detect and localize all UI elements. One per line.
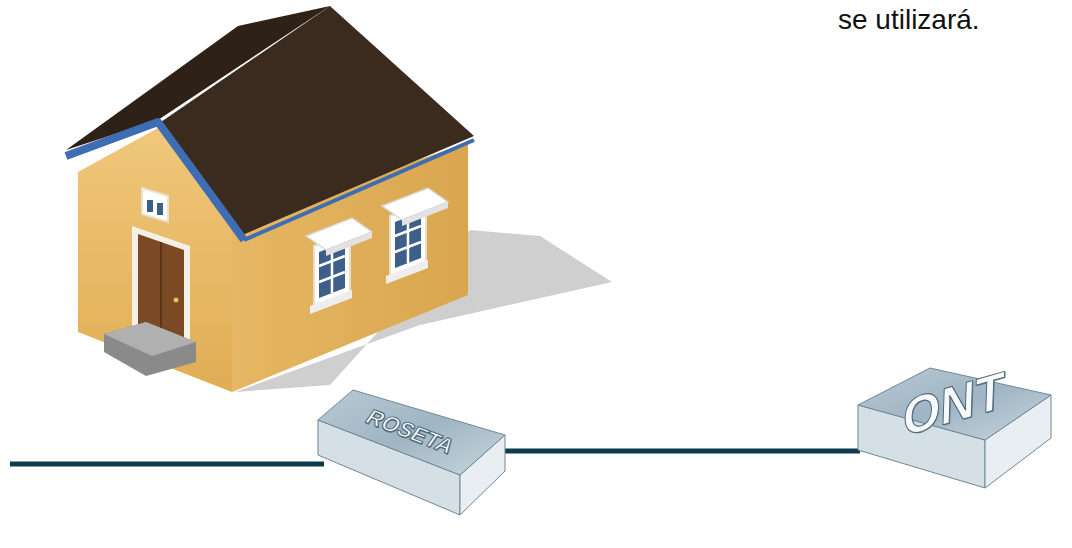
fiber-line	[504, 449, 860, 454]
side-window	[306, 218, 372, 314]
device-box: ONT	[852, 360, 1057, 500]
gable-window-pane	[147, 200, 153, 212]
incoming-line	[10, 462, 324, 467]
gable-window-pane	[157, 203, 163, 215]
device-box: ROSETA	[316, 385, 508, 517]
roof-trim	[66, 122, 244, 240]
house-roof	[158, 6, 474, 236]
note-text: se utilizará.	[838, 4, 980, 36]
door-line	[160, 242, 162, 337]
door-step	[104, 322, 196, 376]
door-step-top	[104, 322, 196, 356]
box-shape	[316, 385, 508, 517]
box-top-face	[318, 390, 505, 475]
gable-window	[142, 188, 168, 222]
side-window	[382, 188, 448, 284]
house-roof-left	[66, 6, 330, 150]
door-knob	[174, 298, 179, 303]
